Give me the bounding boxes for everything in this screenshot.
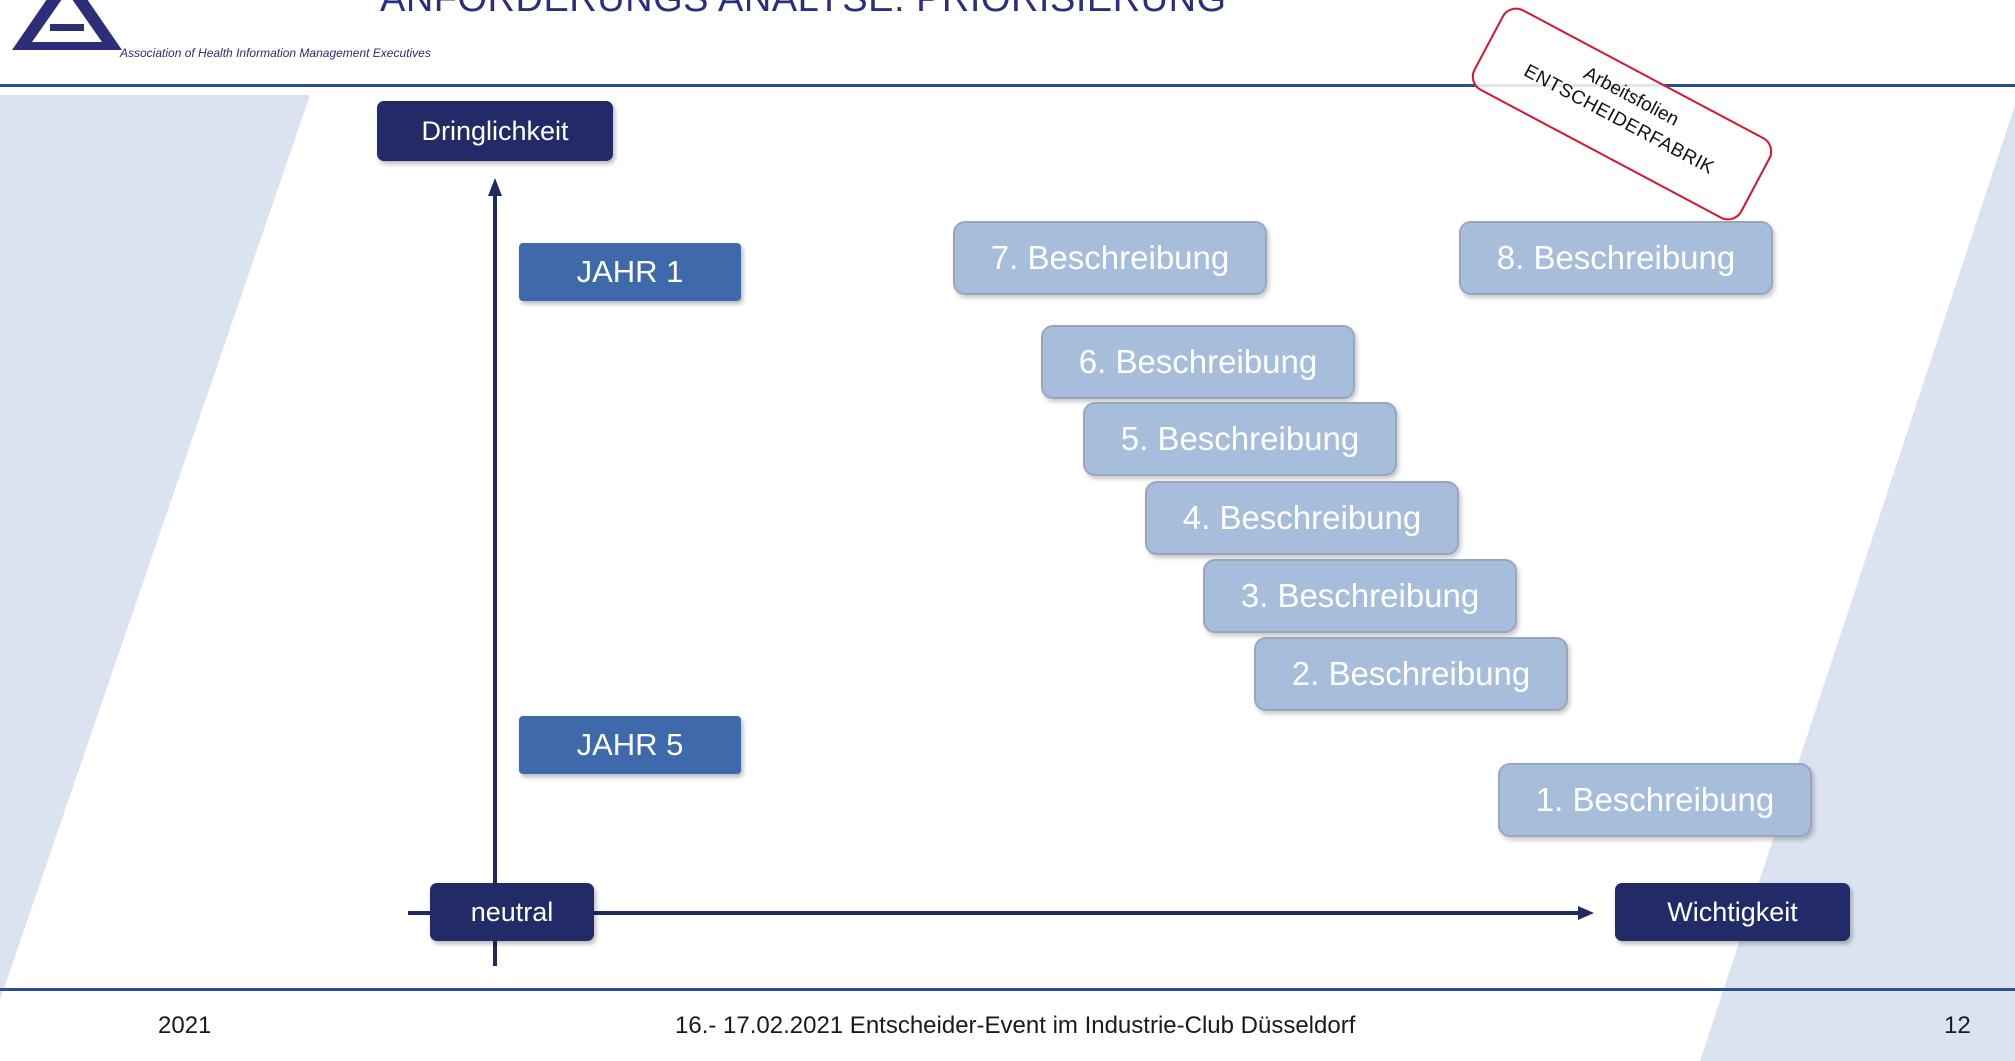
year-label-1: JAHR 1	[519, 243, 741, 301]
origin-label: neutral	[430, 883, 594, 941]
header-divider	[0, 84, 2015, 87]
item-box-1: 1. Beschreibung	[1498, 763, 1812, 837]
ahime-logo-icon	[12, 0, 122, 50]
item-box-7: 7. Beschreibung	[953, 221, 1267, 295]
y-axis-arrowhead	[488, 178, 502, 196]
page-number: 12	[1944, 1012, 1971, 1039]
y-axis-label: Dringlichkeit	[377, 101, 613, 161]
item-box-3: 3. Beschreibung	[1203, 559, 1517, 633]
year-label-5: JAHR 5	[519, 716, 741, 774]
footer-divider	[0, 988, 2015, 991]
item-box-8: 8. Beschreibung	[1459, 221, 1773, 295]
item-box-2: 2. Beschreibung	[1254, 637, 1568, 711]
item-box-6: 6. Beschreibung	[1041, 325, 1355, 399]
x-axis-arrowhead	[1578, 906, 1594, 920]
x-axis-label: Wichtigkeit	[1615, 883, 1850, 941]
item-box-5: 5. Beschreibung	[1083, 402, 1397, 476]
slide-title: ANFORDERUNGS ANALYSE: PRIORISIERUNG	[380, 0, 1227, 21]
footer-year: 2021	[158, 1012, 212, 1039]
footer-event: 16.- 17.02.2021 Entscheider-Event im Ind…	[675, 1012, 1356, 1039]
org-tagline: Association of Health Information Manage…	[120, 46, 431, 60]
item-box-4: 4. Beschreibung	[1145, 481, 1459, 555]
